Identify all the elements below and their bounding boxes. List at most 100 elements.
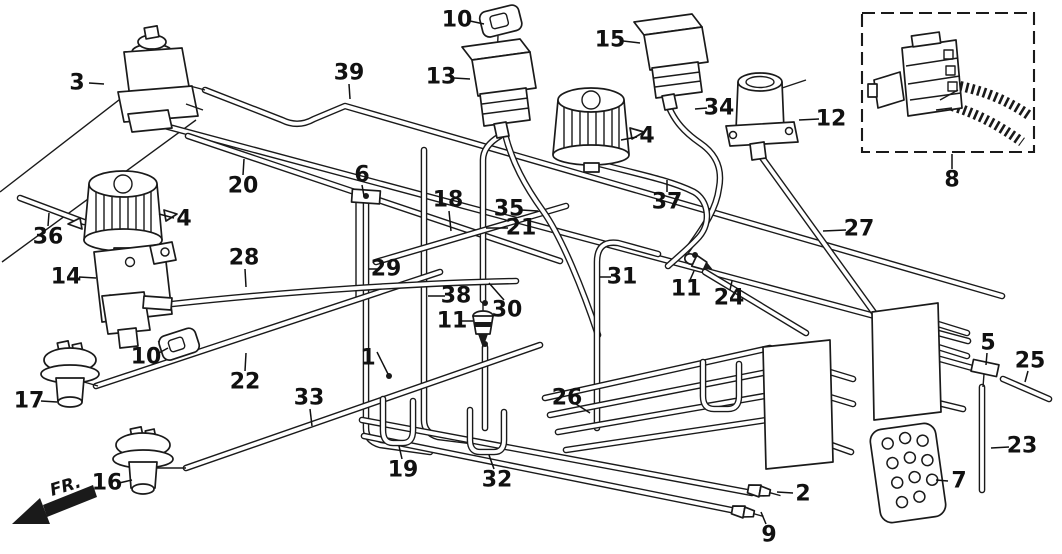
callout-leader-22 bbox=[244, 352, 247, 372]
solenoid-valve-13 bbox=[461, 38, 537, 139]
control-valve-3 bbox=[117, 25, 206, 133]
callout-leader-4 bbox=[158, 213, 175, 219]
callout-leader-26 bbox=[575, 403, 591, 414]
callout-label-16: 16 bbox=[92, 471, 123, 496]
vacuum-valve-12 bbox=[725, 72, 807, 161]
callout-leader-35 bbox=[520, 209, 539, 212]
callout-label-32: 32 bbox=[482, 468, 513, 493]
check-valve-16 bbox=[112, 425, 186, 495]
callout-leader-20 bbox=[242, 158, 245, 176]
callout-label-4: 4 bbox=[176, 207, 191, 232]
connector-assembly-8 bbox=[860, 11, 1036, 154]
tube-junction-dots bbox=[363, 193, 698, 379]
callout-label-24: 24 bbox=[714, 286, 745, 311]
callout-leader-11 bbox=[689, 270, 695, 281]
callout-label-14: 14 bbox=[51, 265, 82, 290]
tube bbox=[703, 270, 808, 335]
check-valve-11-center bbox=[472, 303, 494, 348]
callout-leader-27 bbox=[822, 229, 847, 232]
panel-right bbox=[871, 302, 942, 421]
callout-leader-2 bbox=[776, 491, 794, 494]
tube bbox=[364, 197, 432, 454]
callout-label-18: 18 bbox=[433, 188, 464, 213]
callout-leader-7 bbox=[935, 479, 949, 482]
callout-leader-32 bbox=[488, 454, 495, 470]
callout-label-39: 39 bbox=[334, 61, 365, 86]
callout-leader-13 bbox=[453, 77, 471, 80]
callout-label-26: 26 bbox=[552, 386, 583, 411]
callout-leader-17 bbox=[40, 400, 58, 403]
tube-clip-10-top bbox=[478, 4, 523, 38]
tube bbox=[18, 196, 86, 224]
panel-left bbox=[762, 339, 834, 470]
callout-label-33: 33 bbox=[294, 386, 325, 411]
callout-leader-28 bbox=[244, 268, 247, 288]
callout-leader-34 bbox=[694, 107, 708, 110]
tube bbox=[756, 150, 890, 334]
callout-label-38: 38 bbox=[441, 284, 472, 309]
tube bbox=[362, 434, 748, 515]
bracket-valve-14 bbox=[93, 241, 177, 349]
components: FR. bbox=[12, 4, 1036, 524]
callout-leader-9 bbox=[760, 511, 767, 525]
callout-label-29: 29 bbox=[371, 257, 402, 282]
callout-leader-10 bbox=[156, 347, 169, 355]
callout-label-10: 10 bbox=[442, 8, 473, 33]
tube bbox=[503, 132, 600, 337]
callout-label-13: 13 bbox=[426, 65, 457, 90]
callout-leader-36 bbox=[47, 212, 50, 227]
callout-label-17: 17 bbox=[14, 389, 45, 414]
callout-label-7: 7 bbox=[951, 469, 966, 494]
callout-label-35: 35 bbox=[494, 197, 525, 222]
callout-label-22: 22 bbox=[230, 370, 261, 395]
callout-leader-1 bbox=[376, 351, 389, 375]
joint-fitting-2 bbox=[746, 484, 781, 498]
callout-leader-33 bbox=[309, 408, 313, 427]
callout-label-8: 8 bbox=[944, 168, 959, 193]
callout-leader-3 bbox=[88, 82, 105, 85]
callout-leader-39 bbox=[348, 83, 351, 100]
callout-leader-12 bbox=[798, 118, 820, 121]
tube bbox=[374, 204, 568, 264]
callout-label-9: 9 bbox=[761, 523, 776, 548]
tube bbox=[184, 343, 542, 470]
callout-label-11: 11 bbox=[671, 277, 702, 302]
air-filter-4-left bbox=[67, 170, 178, 259]
callout-label-1: 1 bbox=[360, 346, 375, 371]
callout-label-6: 6 bbox=[354, 163, 369, 188]
callout-label-27: 27 bbox=[844, 217, 875, 242]
grommet-plate-7 bbox=[869, 422, 947, 524]
callout-leader-24 bbox=[729, 280, 733, 291]
callout-label-25: 25 bbox=[1015, 349, 1046, 374]
callout-leader-5 bbox=[985, 352, 988, 366]
tube bbox=[468, 408, 506, 454]
callout-label-12: 12 bbox=[816, 107, 847, 132]
check-valve-17 bbox=[40, 339, 100, 408]
callout-label-21: 21 bbox=[506, 216, 537, 241]
callout-label-2: 2 bbox=[795, 482, 810, 507]
callout-label-15: 15 bbox=[595, 28, 626, 53]
callout-label-36: 36 bbox=[33, 225, 64, 250]
callout-label-5: 5 bbox=[980, 331, 995, 356]
air-filter-4-right bbox=[552, 87, 645, 173]
callout-leader-14 bbox=[78, 276, 97, 279]
callout-label-4: 4 bbox=[639, 124, 654, 149]
tube bbox=[360, 418, 754, 495]
tube bbox=[595, 240, 660, 430]
tube bbox=[701, 360, 741, 411]
callout-label-31: 31 bbox=[607, 265, 638, 290]
tube bbox=[94, 270, 442, 388]
joint-fitting-9 bbox=[730, 505, 764, 519]
tube bbox=[379, 395, 417, 447]
tube-clip-10-lower bbox=[158, 327, 201, 361]
callout-leader-4 bbox=[620, 136, 638, 141]
callout-leader-15 bbox=[622, 40, 641, 44]
callout-label-23: 23 bbox=[1007, 434, 1038, 459]
tube bbox=[543, 346, 772, 400]
callout-label-10: 10 bbox=[131, 345, 162, 370]
callout-leader-16 bbox=[118, 479, 133, 484]
callout-label-34: 34 bbox=[704, 96, 735, 121]
tube bbox=[203, 88, 1004, 298]
